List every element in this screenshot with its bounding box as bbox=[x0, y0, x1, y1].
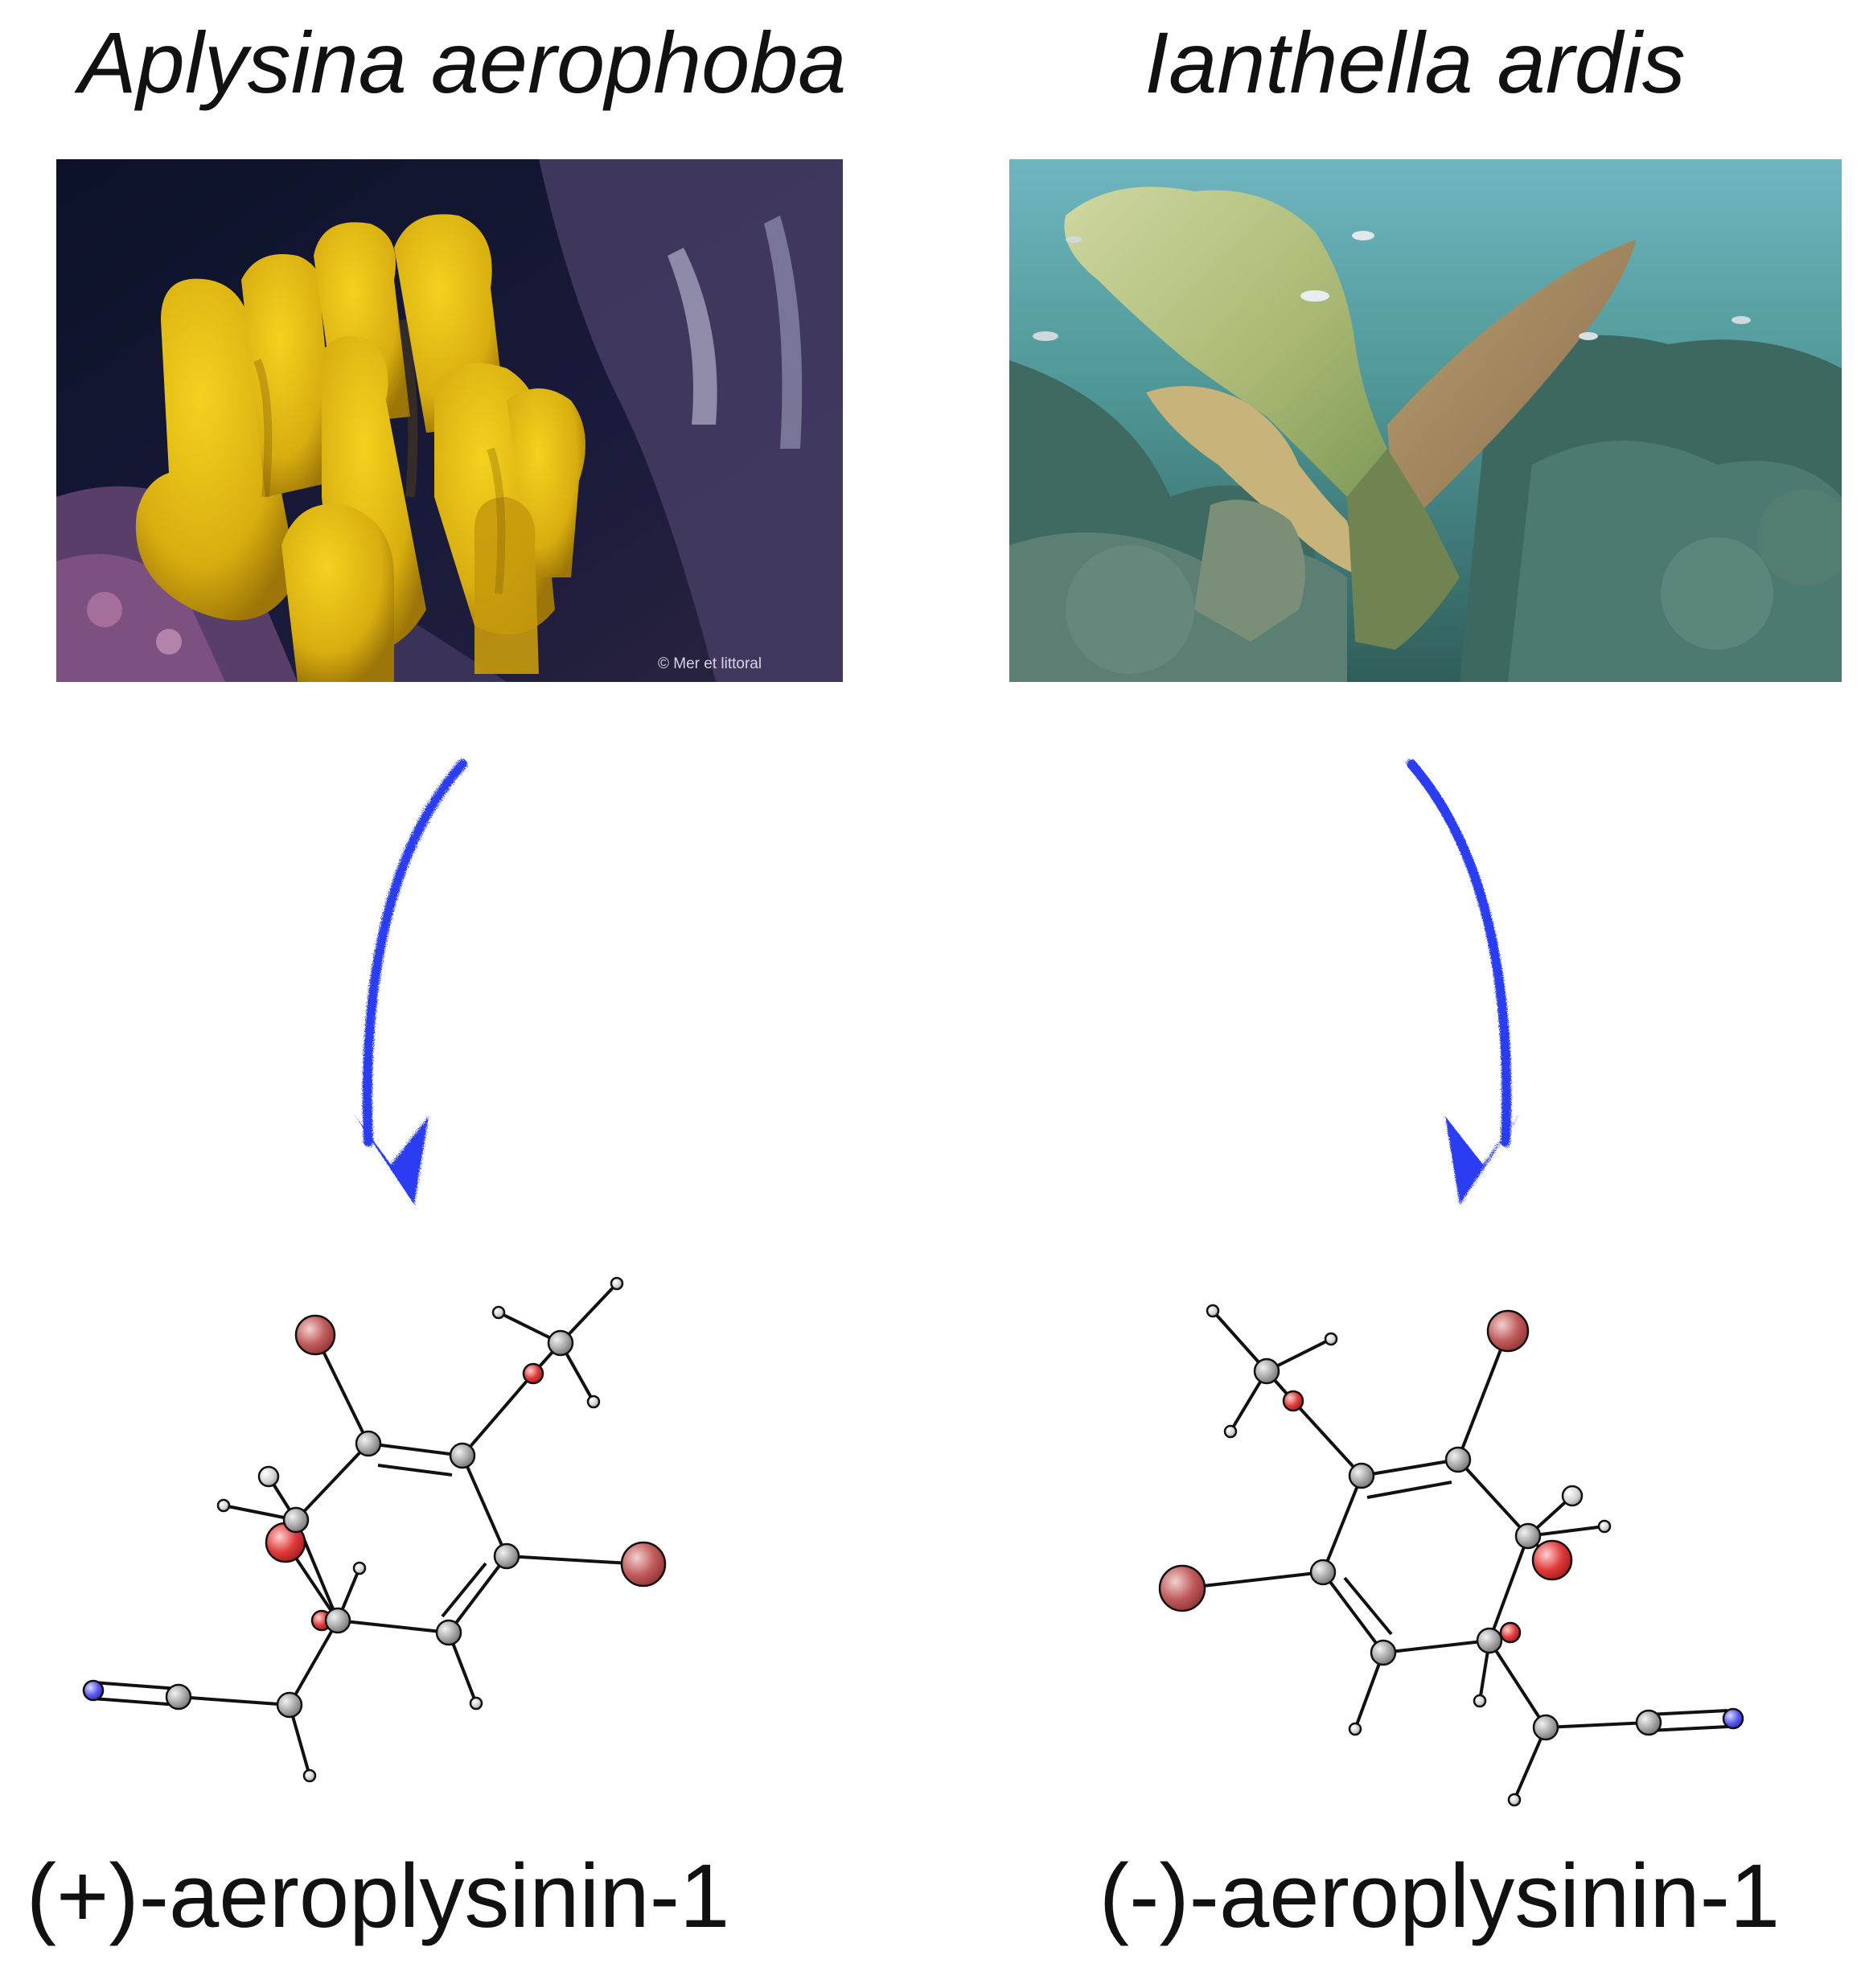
oxygen-atom bbox=[1282, 1390, 1304, 1412]
carbon-atom bbox=[1348, 1462, 1375, 1489]
photo-credit: © Mer et littoral bbox=[658, 655, 762, 672]
carbon-atom bbox=[1532, 1714, 1559, 1741]
curved-arrow-icon-right bbox=[1407, 759, 1520, 1205]
carbon-atom bbox=[1514, 1522, 1542, 1550]
species-title-right: Ianthella ardis bbox=[1144, 14, 1686, 111]
hydrogen-atom bbox=[257, 1465, 280, 1488]
carbon-atom bbox=[435, 1619, 462, 1646]
carbon-atom bbox=[276, 1691, 303, 1719]
carbon-atom bbox=[355, 1430, 382, 1457]
oxygen-atom bbox=[522, 1362, 544, 1385]
bromine-atom bbox=[1486, 1309, 1530, 1353]
carbon-atom bbox=[324, 1607, 351, 1634]
hydrogen-atom bbox=[302, 1768, 317, 1783]
hydrogen-atom bbox=[586, 1394, 601, 1409]
carbon-atom bbox=[1370, 1639, 1397, 1666]
bromine-atom bbox=[294, 1314, 336, 1356]
compound-label-left: (+)-aeroplysinin-1 bbox=[26, 1846, 730, 1946]
species-title-left: Aplysina aerophoba bbox=[78, 14, 847, 111]
oxygen-atom bbox=[1531, 1539, 1573, 1581]
hydrogen-atom bbox=[610, 1276, 624, 1291]
carbon-atom bbox=[493, 1542, 520, 1570]
carbon-atom bbox=[1444, 1446, 1472, 1473]
hydrogen-atom bbox=[1507, 1793, 1522, 1807]
carbon-atom bbox=[1476, 1627, 1503, 1654]
hydrogen-atom bbox=[352, 1561, 367, 1575]
hydrogen-atom bbox=[1561, 1485, 1584, 1507]
hydrogen-atom bbox=[1597, 1519, 1612, 1534]
carbon-atom bbox=[1309, 1559, 1337, 1586]
carbon-atom bbox=[165, 1683, 192, 1711]
hydrogen-atom bbox=[1206, 1304, 1220, 1318]
hydrogen-atom bbox=[1223, 1424, 1238, 1439]
hydrogen-atom bbox=[216, 1498, 231, 1513]
carbon-atom bbox=[282, 1506, 310, 1534]
curved-arrow-icon-left bbox=[354, 759, 467, 1205]
nitrogen-atom bbox=[82, 1679, 105, 1702]
bromine-atom bbox=[620, 1541, 667, 1588]
compound-label-right: (-)-aeroplysinin-1 bbox=[1099, 1846, 1781, 1946]
photo-ianthella-ardis bbox=[1009, 159, 1842, 682]
carbon-atom bbox=[547, 1329, 574, 1357]
bromine-atom bbox=[1158, 1564, 1206, 1612]
atoms-right bbox=[1158, 1304, 1744, 1807]
atoms-left bbox=[82, 1276, 667, 1783]
hydrogen-atom bbox=[469, 1696, 483, 1711]
photo-aplysina-aerophoba: © Mer et littoral bbox=[56, 159, 843, 682]
carbon-atom bbox=[1635, 1709, 1662, 1736]
hydrogen-atom bbox=[1348, 1722, 1362, 1736]
hydrogen-atom bbox=[1324, 1332, 1338, 1346]
nitrogen-atom bbox=[1722, 1707, 1744, 1730]
hydrogen-atom bbox=[491, 1305, 506, 1320]
hydrogen-atom bbox=[1473, 1694, 1487, 1708]
carbon-atom bbox=[449, 1442, 476, 1469]
oxygen-atom bbox=[1499, 1621, 1522, 1644]
carbon-atom bbox=[1253, 1358, 1280, 1385]
